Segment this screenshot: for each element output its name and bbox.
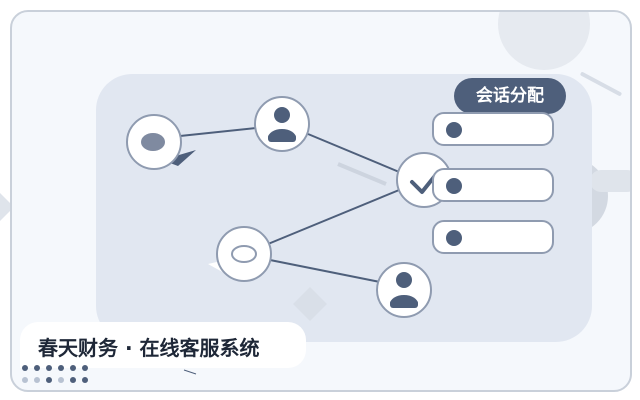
assignment-slot: [432, 220, 554, 254]
connection-line: [269, 259, 381, 283]
assignment-slot: [432, 112, 554, 146]
assignment-slot: [432, 168, 554, 202]
decorative-dot: [58, 377, 64, 383]
decorative-dot: [34, 365, 40, 371]
decorative-pill: [590, 170, 630, 192]
slot-indicator-dot: [446, 178, 462, 194]
slot-indicator-dot: [446, 122, 462, 138]
decorative-dot: [70, 365, 76, 371]
decorative-dot: [70, 377, 76, 383]
decorative-line: [337, 162, 387, 186]
decorative-dot: [46, 365, 52, 371]
title-card: 春天财务 · 在线客服系统: [20, 322, 306, 368]
chat-bubble-icon: [208, 226, 272, 282]
decorative-dot: [22, 365, 28, 371]
user-avatar-icon: [376, 262, 432, 318]
decorative-dot: [34, 377, 40, 383]
routing-network: [126, 96, 452, 375]
decorative-dot: [46, 377, 52, 383]
app-title: 春天财务 · 在线客服系统: [38, 336, 260, 360]
chat-bubble-icon: [126, 114, 196, 170]
decorative-dot: [82, 365, 88, 371]
decorative-diamond: [293, 287, 327, 321]
connection-line: [179, 127, 257, 137]
decorative-dot: [58, 365, 64, 371]
decorative-dot: [22, 377, 28, 383]
slot-indicator-dot: [446, 230, 462, 246]
illustration-frame: 会话分配 春天财务 · 在线客服系统: [10, 10, 632, 392]
user-avatar-icon: [254, 96, 310, 152]
decorative-line: [183, 369, 197, 375]
decorative-dot: [82, 377, 88, 383]
connection-line: [267, 187, 405, 245]
connection-line: [307, 133, 405, 175]
session-assignment-badge: 会话分配: [454, 78, 566, 114]
